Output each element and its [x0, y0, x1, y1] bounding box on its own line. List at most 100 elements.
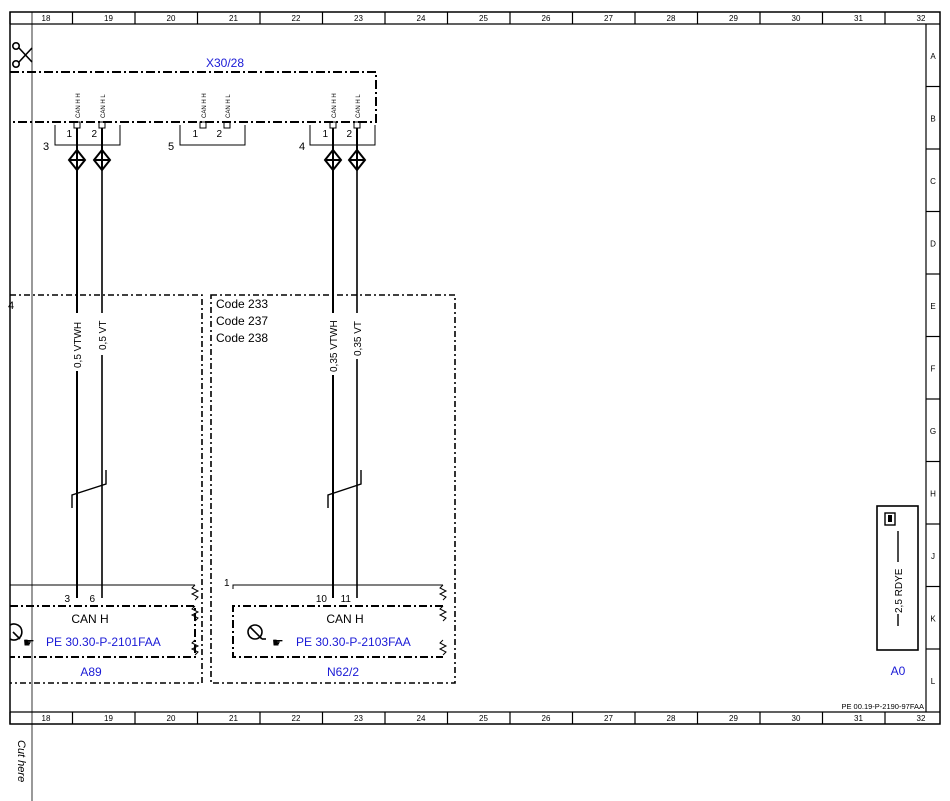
module-right-name: N62/2	[327, 665, 359, 679]
row-letter: C	[930, 177, 936, 186]
column-number-top: 20	[167, 14, 176, 23]
pin-label: CAN H L	[226, 94, 232, 118]
column-number-top: 26	[542, 14, 551, 23]
pin-number: 1	[192, 129, 198, 140]
module-left-bus: CAN H	[71, 612, 108, 626]
hand-pointer-icon-left: ☛	[23, 635, 35, 650]
splice-icon	[67, 128, 87, 172]
row-letter: G	[930, 427, 936, 436]
row-letter: K	[930, 615, 936, 624]
pin-group-number: 3	[43, 141, 49, 153]
column-number-bottom: 24	[417, 714, 426, 723]
sheet-frame	[9, 11, 941, 725]
column-number-bottom: 26	[542, 714, 551, 723]
wire-label-left-h: 0,5 VTWH	[73, 322, 84, 368]
hand-pointer-icon-right: ☛	[272, 635, 284, 650]
row-letter: E	[930, 302, 935, 311]
connector-outline	[10, 71, 377, 123]
pin-group-number: 5	[168, 141, 174, 153]
column-number-bottom: 29	[729, 714, 738, 723]
column-number-bottom: 25	[479, 714, 488, 723]
column-number-top: 27	[604, 14, 613, 23]
ground-box	[876, 505, 919, 651]
column-number-top: 22	[292, 14, 301, 23]
pin-label: CAN H H	[332, 93, 338, 118]
pin-number: 2	[91, 129, 97, 140]
sensor-icon-right	[247, 624, 266, 640]
sensor-icon-left	[9, 623, 23, 641]
code-238: Code 238	[216, 331, 268, 345]
pin-label: CAN H L	[101, 94, 107, 118]
pin-number: 1	[322, 129, 328, 140]
pin-label: CAN H H	[202, 93, 208, 118]
row-letter: H	[930, 490, 936, 499]
info-icon	[884, 512, 896, 526]
module-right-ref: PE 30.30-P-2103FAA	[296, 635, 411, 649]
connector-pins: CAN H H 1 CAN H L 2 CAN H H 1 CAN H L 2 CAN H H 1…	[43, 93, 376, 153]
column-number-top: 30	[792, 14, 801, 23]
column-number-bottom: 32	[917, 714, 926, 723]
pin-number: 2	[216, 129, 222, 140]
column-number-bottom: 23	[354, 714, 363, 723]
row-letter: B	[930, 115, 935, 124]
column-number-bottom: 21	[229, 714, 238, 723]
column-number-top: 21	[229, 14, 238, 23]
splice-icon	[347, 128, 367, 172]
row-letter: A	[930, 52, 936, 61]
cut-here-label: Cut here	[15, 740, 27, 782]
module-left-pin-l: 6	[89, 594, 95, 605]
edge-marker: 4	[8, 300, 14, 312]
column-number-top: 19	[104, 14, 113, 23]
row-letter: D	[930, 240, 936, 249]
scissors-icon	[12, 42, 33, 69]
module-right-bus: CAN H	[326, 612, 363, 626]
column-number-top: 25	[479, 14, 488, 23]
column-number-bottom: 27	[604, 714, 613, 723]
pin-label: CAN H H	[76, 93, 82, 118]
code-233: Code 233	[216, 297, 268, 311]
column-number-top: 32	[917, 14, 926, 23]
pin-label: CAN H L	[356, 94, 362, 118]
document-reference: PE 00.19-P-2190-97FAA	[841, 702, 924, 711]
code-237: Code 237	[216, 314, 268, 328]
pin-group-number: 4	[299, 141, 305, 153]
column-number-bottom: 30	[792, 714, 801, 723]
twist-marker-right	[327, 470, 362, 508]
ground-name: A0	[891, 664, 906, 678]
pin-number: 2	[346, 129, 352, 140]
module-left-name: A89	[80, 665, 102, 679]
ground-wire-label: 2,5 RDYE	[894, 568, 905, 613]
pin-number: 1	[66, 129, 72, 140]
column-number-top: 31	[854, 14, 863, 23]
column-number-bottom: 28	[667, 714, 676, 723]
row-letter: F	[931, 365, 936, 374]
module-box-left	[10, 294, 203, 684]
module-right-pin-h: 10	[316, 594, 328, 605]
connector-name: X30/28	[206, 56, 244, 70]
column-number-top: 29	[729, 14, 738, 23]
column-number-bottom: 22	[292, 714, 301, 723]
module-right-pin-l: 11	[341, 594, 352, 605]
module-right-marker: 1	[224, 578, 230, 589]
column-number-bottom: 31	[854, 714, 863, 723]
row-letter: L	[931, 677, 936, 686]
module-left-pin-h: 3	[64, 594, 70, 605]
row-letter: J	[931, 552, 935, 561]
column-number-top: 18	[42, 14, 51, 23]
column-number-bottom: 20	[167, 714, 176, 723]
twist-marker-left	[71, 470, 107, 508]
module-right-component	[232, 605, 443, 658]
column-number-bottom: 18	[42, 714, 51, 723]
splice-icon	[92, 128, 112, 172]
column-number-top: 23	[354, 14, 363, 23]
module-left-ref: PE 30.30-P-2101FAA	[46, 635, 161, 649]
splice-icon	[323, 128, 343, 172]
column-number-top: 28	[667, 14, 676, 23]
column-number-top: 24	[417, 14, 426, 23]
wire-label-right-l: 0,35 VT	[353, 321, 364, 356]
wire-label-left-l: 0,5 VT	[98, 321, 109, 350]
wire-label-right-h: 0,35 VTWH	[329, 320, 340, 372]
module-left-component	[10, 605, 196, 658]
column-number-bottom: 19	[104, 714, 113, 723]
